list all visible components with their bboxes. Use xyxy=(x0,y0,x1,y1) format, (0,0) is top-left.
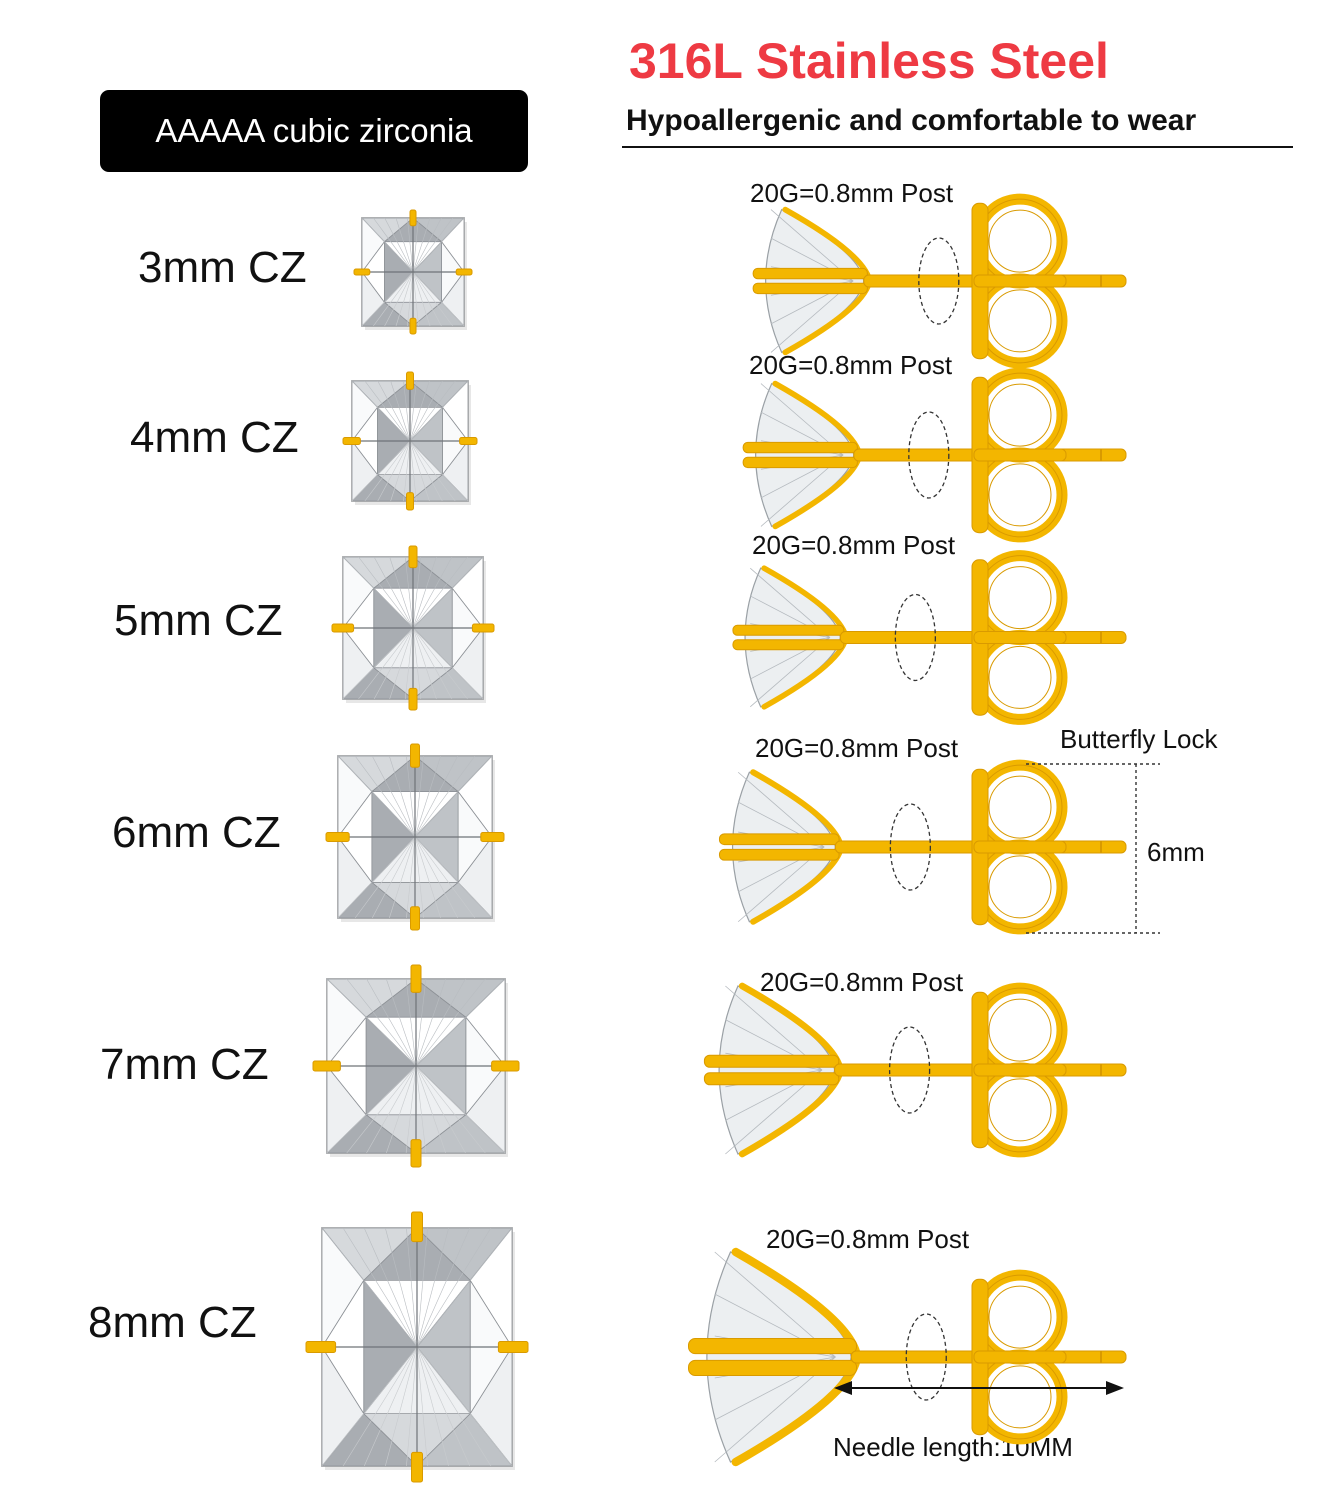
princess-cut-stone-8mm xyxy=(305,1211,529,1483)
stud-earring-side-7mm xyxy=(703,982,1127,1158)
princess-cut-stone-7mm xyxy=(312,964,520,1168)
princess-cut-stone-6mm xyxy=(325,743,505,931)
size-label-7mm: 7mm CZ xyxy=(100,1040,269,1089)
post-label-4mm: 20G=0.8mm Post xyxy=(749,350,953,380)
size-label-8mm: 8mm CZ xyxy=(88,1298,257,1347)
princess-cut-stone-4mm xyxy=(342,371,478,511)
stud-earring-side-8mm xyxy=(688,1247,1127,1467)
princess-cut-stone-3mm xyxy=(353,209,473,335)
post-label-7mm: 20G=0.8mm Post xyxy=(760,967,964,997)
subtitle-underline xyxy=(622,146,1293,148)
post-label-3mm: 20G=0.8mm Post xyxy=(750,178,954,208)
butterfly-lock-label: Butterfly Lock xyxy=(1060,724,1218,754)
princess-cut-stone-5mm xyxy=(331,545,495,711)
stud-earring-side-4mm xyxy=(742,367,1127,543)
material-title: 316L Stainless Steel xyxy=(629,33,1109,89)
post-label-6mm: 20G=0.8mm Post xyxy=(755,733,959,763)
cubic-zirconia-badge: AAAAA cubic zirconia xyxy=(100,90,528,172)
material-subtitle: Hypoallergenic and comfortable to wear xyxy=(626,104,1197,137)
post-label-5mm: 20G=0.8mm Post xyxy=(752,530,956,560)
size-label-6mm: 6mm CZ xyxy=(112,808,281,857)
size-label-3mm: 3mm CZ xyxy=(138,243,307,292)
stud-earring-side-5mm xyxy=(732,550,1127,725)
size-label-4mm: 4mm CZ xyxy=(130,413,299,462)
stud-earring-side-3mm xyxy=(752,193,1127,369)
stud-earring-side-6mm xyxy=(718,759,1127,935)
butterfly-size-label: 6mm xyxy=(1147,837,1205,867)
post-label-8mm: 20G=0.8mm Post xyxy=(766,1224,970,1254)
size-label-5mm: 5mm CZ xyxy=(114,596,283,645)
